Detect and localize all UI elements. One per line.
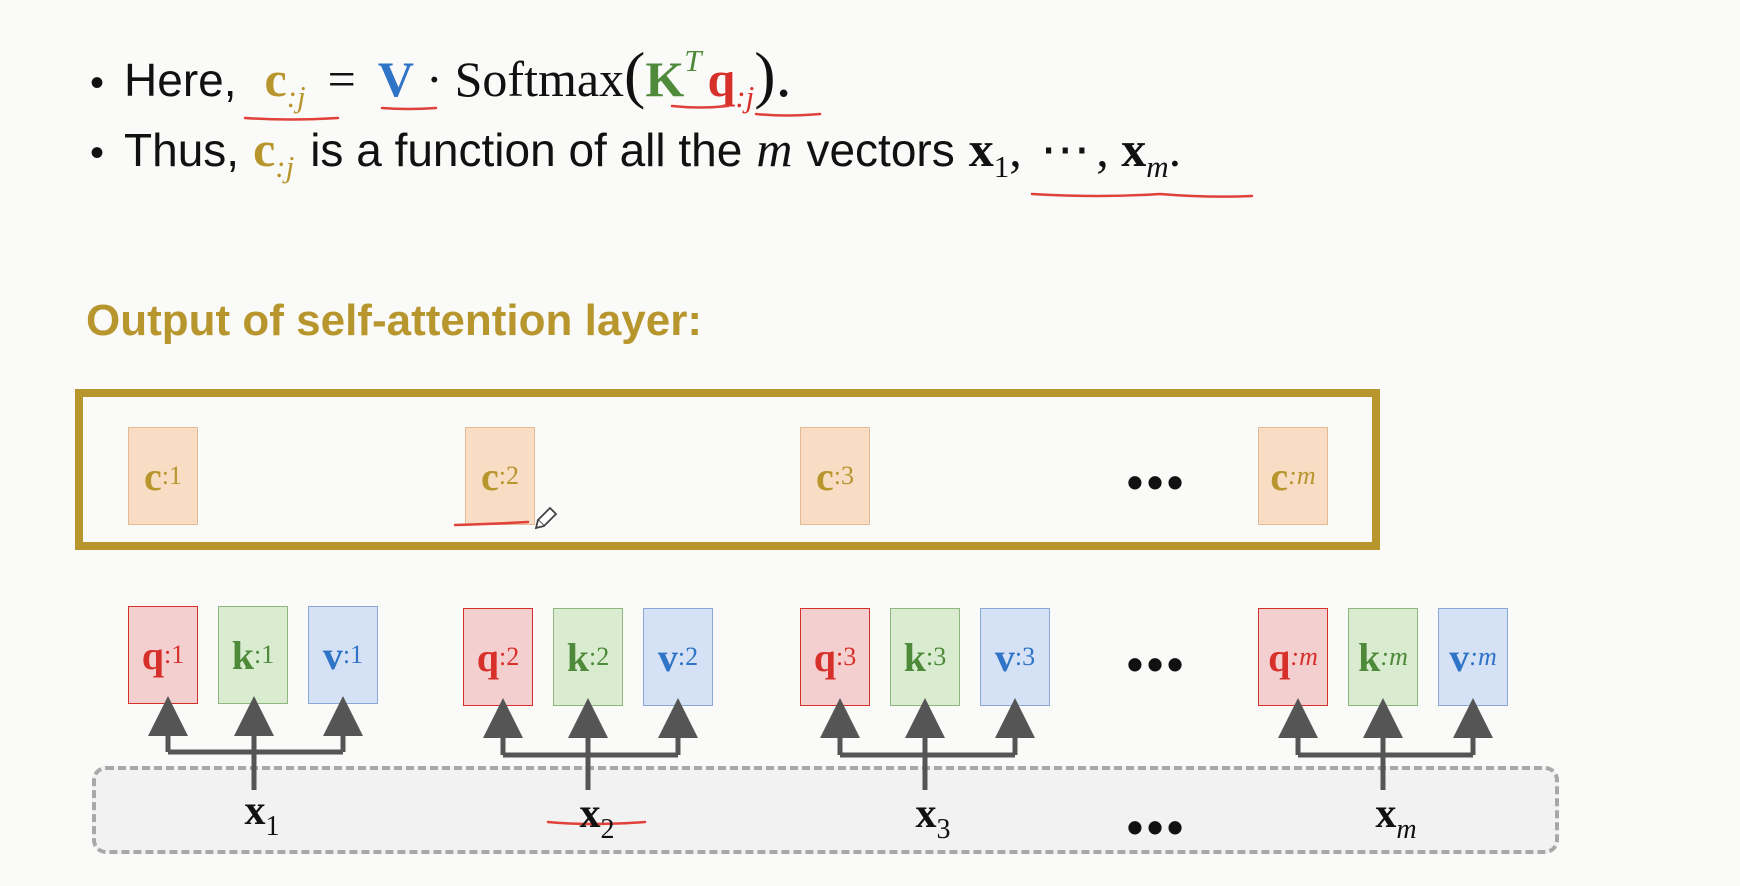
- input-x-m: xm: [1375, 791, 1417, 846]
- output-c-1: c:1: [128, 427, 198, 525]
- formula-K-transpose: KT: [645, 43, 702, 107]
- formula-c-j: c:j: [253, 121, 295, 184]
- output-c-2: c:2: [465, 427, 535, 525]
- v-box-1: v:1: [308, 606, 378, 704]
- formula-V: V: [377, 51, 414, 107]
- thus-label: Thus,: [124, 124, 240, 176]
- q-box-2: q:2: [463, 608, 533, 706]
- left-paren: (: [624, 39, 646, 110]
- bullet-dot: •: [90, 131, 105, 175]
- k-box-1: k:1: [218, 606, 288, 704]
- equals-sign: =: [327, 51, 356, 107]
- output-c-3: c:3: [800, 427, 870, 525]
- vectors-text: vectors: [806, 124, 955, 176]
- right-paren: ).: [754, 39, 792, 110]
- input-x-2: x2: [579, 791, 615, 846]
- output-ellipsis: •••: [1126, 456, 1188, 508]
- formula-m: m: [756, 121, 793, 177]
- k-box-3: k:3: [890, 608, 960, 706]
- bullet-line-2: • Thus, c:j is a function of all the m v…: [90, 120, 1181, 185]
- dot-operator: ·: [425, 51, 443, 107]
- qkv-ellipsis: •••: [1126, 638, 1188, 690]
- bullet-dot: •: [90, 61, 105, 105]
- pen-cursor-icon: [534, 506, 558, 530]
- input-x-1: x1: [244, 788, 280, 843]
- bullet-line-1: • Here, c:j = V · Softmax ( KT q:j ).: [90, 38, 792, 115]
- formula-q-j: q:j: [707, 51, 755, 114]
- v-box-3: v:3: [980, 608, 1050, 706]
- input-frame: [92, 766, 1559, 854]
- output-frame: [75, 389, 1380, 550]
- v-box-m: v:m: [1438, 608, 1508, 706]
- input-x-3: x3: [915, 791, 951, 846]
- formula-x-list: x1, ⋯, xm.: [968, 121, 1182, 184]
- function-text: is a function of all the: [310, 124, 743, 176]
- q-box-1: q:1: [128, 606, 198, 704]
- formula-c-j: c:j: [264, 51, 306, 114]
- output-c-m: c:m: [1258, 427, 1328, 525]
- q-box-3: q:3: [800, 608, 870, 706]
- k-box-m: k:m: [1348, 608, 1418, 706]
- annotation-underlines: [243, 104, 1254, 826]
- input-ellipsis: •••: [1126, 801, 1188, 853]
- section-title: Output of self-attention layer:: [86, 296, 702, 345]
- here-label: Here,: [124, 54, 237, 106]
- softmax-text: Softmax: [454, 51, 625, 107]
